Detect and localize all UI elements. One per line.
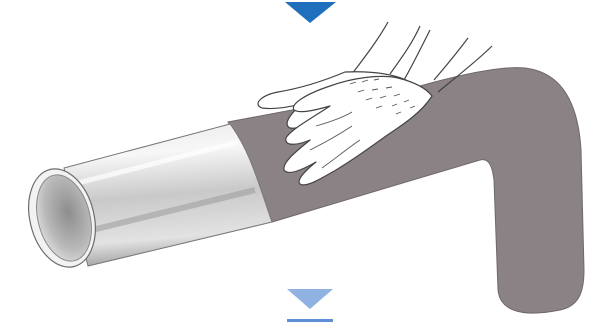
bottom-arrow-underline (287, 319, 333, 322)
bottom-arrow-marker (287, 289, 333, 309)
top-arrow-marker (285, 2, 336, 23)
